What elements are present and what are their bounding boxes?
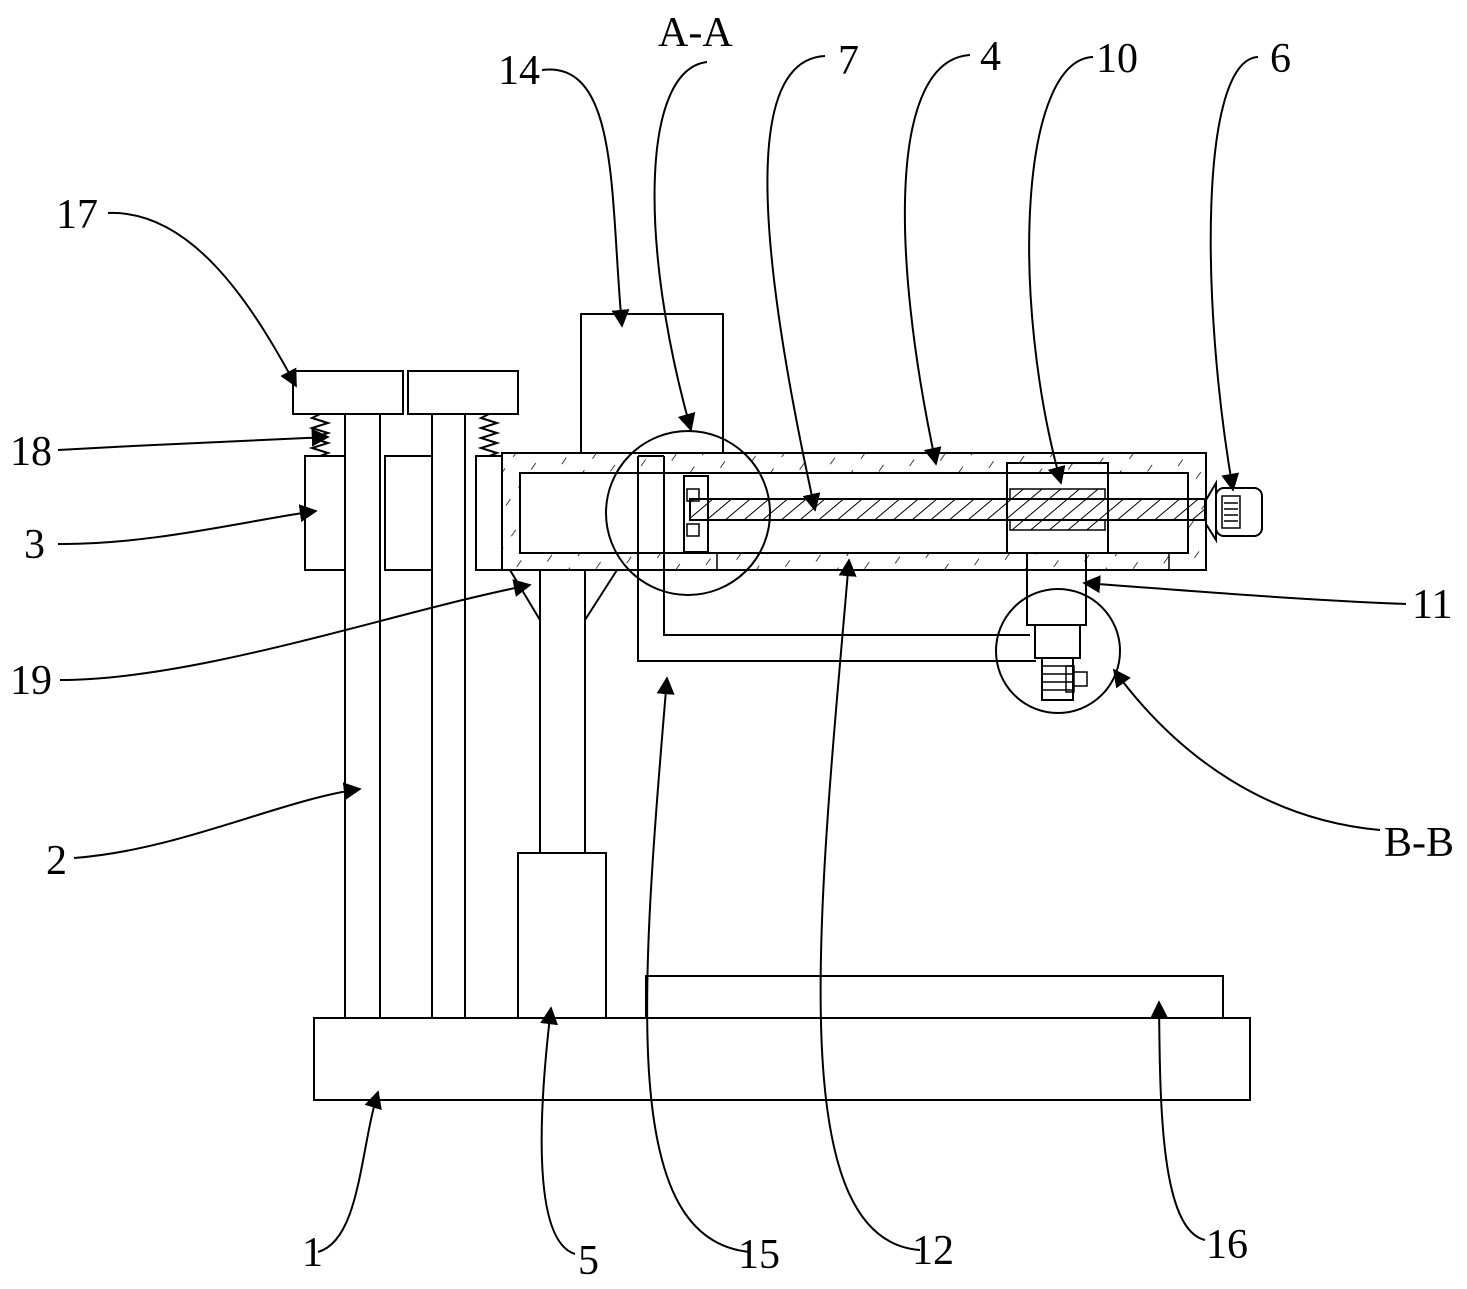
base-plate [313, 1017, 1251, 1101]
label-19: 19 [10, 658, 52, 704]
label-10: 10 [1096, 36, 1138, 82]
bearing [683, 475, 709, 553]
guide-columns [344, 413, 466, 1019]
section-circle-bb [995, 588, 1121, 714]
label-section-bb: B-B [1384, 820, 1454, 866]
lead-screw [689, 498, 1206, 521]
label-18: 18 [10, 429, 52, 475]
motor [1205, 479, 1263, 544]
upper-box [580, 313, 724, 454]
label-2: 2 [46, 838, 67, 884]
top-plate [292, 370, 519, 415]
work-table [645, 975, 1224, 1019]
label-5: 5 [578, 1238, 599, 1284]
label-section-aa: A-A [658, 10, 733, 56]
nut-block [1006, 462, 1109, 554]
spring-right [477, 413, 501, 457]
label-3: 3 [24, 522, 45, 568]
guide-bar [716, 552, 1170, 571]
label-11: 11 [1412, 582, 1452, 628]
label-14: 14 [498, 48, 540, 94]
sliding-blocks [304, 455, 503, 571]
hanging-rod [637, 455, 1036, 662]
label-4: 4 [980, 34, 1001, 80]
label-12: 12 [912, 1228, 954, 1274]
support-brace [509, 569, 618, 624]
label-17: 17 [56, 192, 98, 238]
spring-left [308, 413, 332, 457]
leader-lines [57, 54, 1407, 1255]
label-15: 15 [738, 1232, 780, 1278]
label-6: 6 [1270, 36, 1291, 82]
lift-cylinder [517, 569, 607, 1019]
part-labels: 17 18 3 19 2 14 A-A 7 4 10 6 11 B-B 1 5 … [10, 10, 1454, 1284]
slider-block [1026, 552, 1088, 701]
label-7: 7 [838, 38, 859, 84]
label-16: 16 [1206, 1222, 1248, 1268]
label-1: 1 [302, 1230, 323, 1276]
